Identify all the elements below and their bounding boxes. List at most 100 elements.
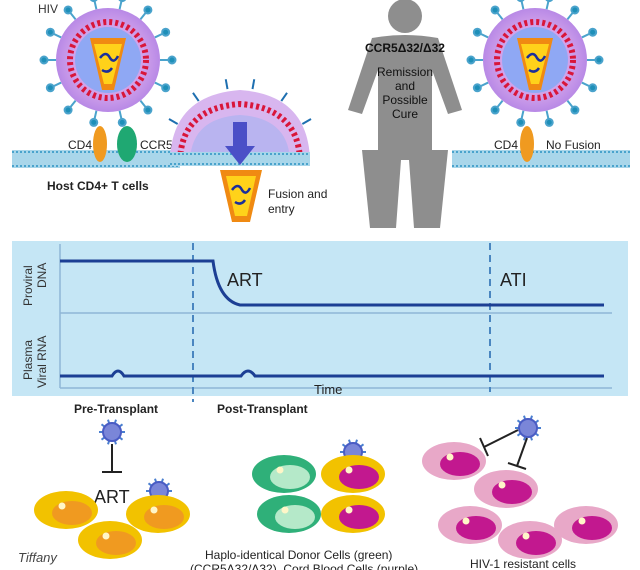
host-membrane-right (452, 150, 630, 168)
ylabel-rna-line1: Plasma (21, 340, 35, 380)
envelope-spike (118, 0, 123, 10)
resistance-inhibition-bars (479, 429, 528, 470)
spike-tip (45, 27, 55, 37)
spike-tip (588, 27, 598, 37)
spike-tip (516, 117, 526, 127)
cell-highlight (276, 466, 284, 474)
cd4-label: CD4 (68, 138, 92, 152)
dome-spike (224, 79, 229, 90)
spike-tip (89, 117, 99, 127)
artist-signature: Tiffany (18, 550, 58, 565)
spike-tip (570, 5, 580, 15)
spike-tip (45, 83, 55, 93)
cell-highlight (498, 481, 506, 489)
dome-spike (251, 79, 256, 90)
cell-highlight (462, 517, 470, 525)
remission-line3: Possible (382, 93, 428, 107)
ccr5-label: CCR5 (140, 138, 173, 152)
spike-tip (143, 5, 153, 15)
spike-tip (39, 55, 49, 65)
spike-tip (472, 27, 482, 37)
cell-nucleus (52, 501, 92, 525)
envelope-spike (545, 0, 550, 10)
proviral-dna-curve (60, 259, 604, 307)
graph-xlabel: Time (314, 382, 342, 397)
spike-tip (63, 105, 73, 115)
cell-populations (34, 442, 618, 559)
cell-highlight (102, 532, 110, 540)
cell-nucleus (275, 505, 315, 529)
fusion-label-line2: entry (268, 202, 295, 216)
resistant-caption: HIV-1 resistant cells (470, 557, 576, 570)
cd4-receptor-left (93, 126, 107, 162)
spike-tip (545, 0, 554, 3)
dome-spike (192, 92, 200, 102)
small-virus-icon (102, 422, 122, 442)
spike-tip (472, 83, 482, 93)
remission-line4: Cure (392, 107, 418, 121)
dome-spike (168, 118, 179, 125)
art-inhibition-bar (102, 444, 122, 473)
spike-tip (490, 5, 500, 15)
art-label: ART (227, 270, 263, 290)
spike-tip (466, 55, 476, 65)
spike-tip (167, 55, 177, 65)
art-label-bottom: ART (94, 487, 130, 507)
no-fusion-label: No Fusion (546, 138, 601, 152)
small-virus-icon (518, 418, 538, 438)
cell-nucleus (96, 531, 136, 555)
donor-caption-line2: (CCR5Δ32/Δ32), Cord Blood Cells (purple) (190, 562, 418, 570)
spike-tip (588, 83, 598, 93)
spike-tip (544, 117, 554, 127)
ccr5-receptor (117, 126, 137, 162)
remission-line1: Remission (377, 65, 433, 79)
capsid-entering (220, 170, 262, 222)
cell-highlight (58, 502, 66, 510)
spike-tip (516, 0, 525, 3)
cd4-label-right: CD4 (494, 138, 518, 152)
dome-spike (280, 92, 288, 102)
spike-tip (161, 27, 171, 37)
cell-nucleus (339, 505, 379, 529)
cell-nucleus (516, 531, 556, 555)
remission-line2: and (395, 79, 415, 93)
spike-tip (117, 117, 127, 127)
host-cells-label: Host CD4+ T cells (47, 179, 149, 193)
spike-tip (161, 83, 171, 93)
spike-tip (143, 105, 153, 115)
envelope-spike (520, 0, 525, 10)
ati-label: ATI (500, 270, 527, 290)
viral-rna-curve (60, 369, 604, 378)
post-transplant-label: Post-Transplant (217, 402, 308, 416)
dome-spike (301, 118, 312, 125)
hiv-virion-left (39, 0, 177, 127)
fusion-label-line1: Fusion and (268, 187, 327, 201)
cell-highlight (150, 506, 158, 514)
cell-highlight (578, 517, 586, 525)
ylabel-proviral-line2: DNA (35, 263, 49, 288)
cell-nucleus (492, 480, 532, 504)
hiv-virion-right (466, 0, 604, 127)
envelope-spike (93, 0, 98, 10)
cell-nucleus (440, 452, 480, 476)
spike-tip (63, 5, 73, 15)
timeline-graph (12, 241, 628, 402)
genotype-label: CCR5Δ32/Δ32 (365, 41, 445, 55)
spike-tip (490, 105, 500, 115)
cell-nucleus (270, 465, 310, 489)
ylabel-rna-line2: Viral RNA (35, 336, 49, 388)
cell-highlight (446, 453, 454, 461)
cd4-receptor-right (520, 126, 534, 162)
cell-highlight (281, 506, 289, 514)
donor-caption-line1: Haplo-identical Donor Cells (green) (205, 548, 392, 562)
cell-nucleus (456, 516, 496, 540)
cell-nucleus (339, 465, 379, 489)
spike-tip (118, 0, 127, 3)
spike-tip (594, 55, 604, 65)
patient-silhouette (348, 0, 462, 228)
hiv-label: HIV (38, 2, 58, 16)
cell-nucleus (144, 505, 184, 529)
cell-highlight (345, 506, 353, 514)
